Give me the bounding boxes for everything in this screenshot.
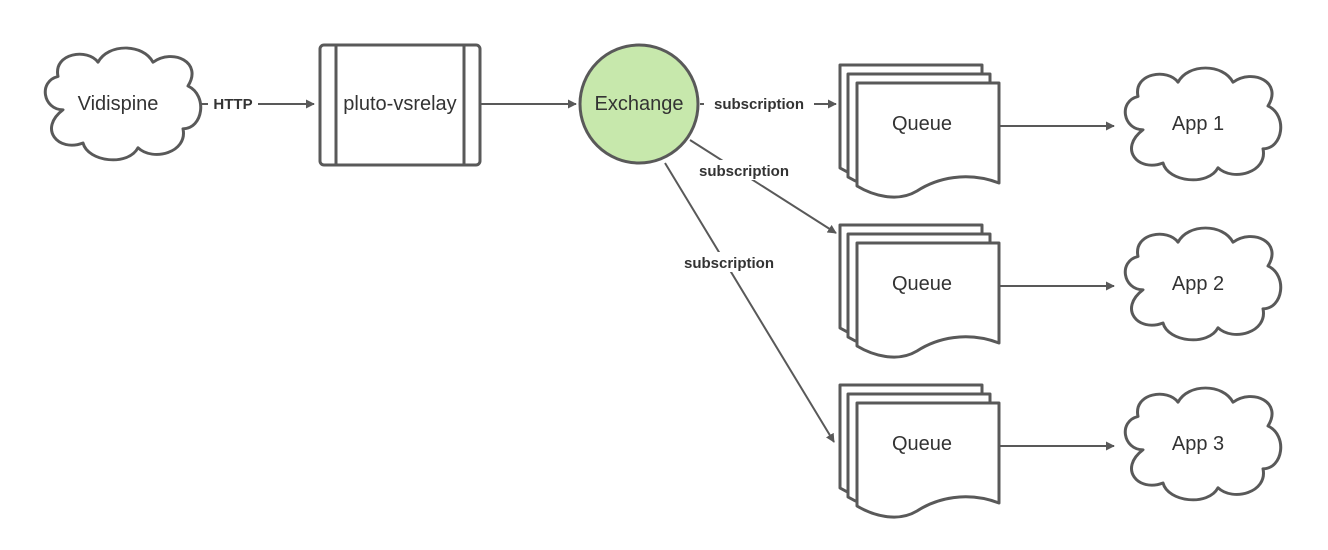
node-queue2: Queue	[838, 223, 1001, 359]
edge-label-sub2: subscription	[699, 163, 789, 180]
node-relay: pluto-vsrelay	[318, 43, 482, 167]
edge-labels: HTTP subscription subscription subscript…	[208, 94, 814, 272]
node-vidispine-label: Vidispine	[78, 93, 159, 115]
node-queue1-label: Queue	[892, 113, 952, 135]
node-queue1: Queue	[838, 63, 1001, 199]
node-relay-label: pluto-vsrelay	[343, 93, 456, 115]
node-app1: App 1	[1123, 66, 1283, 182]
edge-label-http: HTTP	[213, 96, 252, 113]
node-queue3-label: Queue	[892, 433, 952, 455]
node-app2-label: App 2	[1172, 273, 1224, 295]
node-app1-label: App 1	[1172, 113, 1224, 135]
node-app2: App 2	[1123, 226, 1283, 342]
node-queue3: Queue	[838, 383, 1001, 519]
edge-label-sub3: subscription	[684, 255, 774, 272]
node-exchange-label: Exchange	[595, 93, 684, 115]
node-vidispine: Vidispine	[43, 46, 203, 162]
node-app3-label: App 3	[1172, 433, 1224, 455]
exchange-circle	[578, 43, 700, 165]
edge-sub3	[664, 162, 835, 443]
node-exchange: Exchange	[578, 43, 700, 165]
node-queue2-label: Queue	[892, 273, 952, 295]
edge-sub2	[689, 139, 837, 234]
edge-label-sub1: subscription	[714, 96, 804, 113]
node-app3: App 3	[1123, 386, 1283, 502]
